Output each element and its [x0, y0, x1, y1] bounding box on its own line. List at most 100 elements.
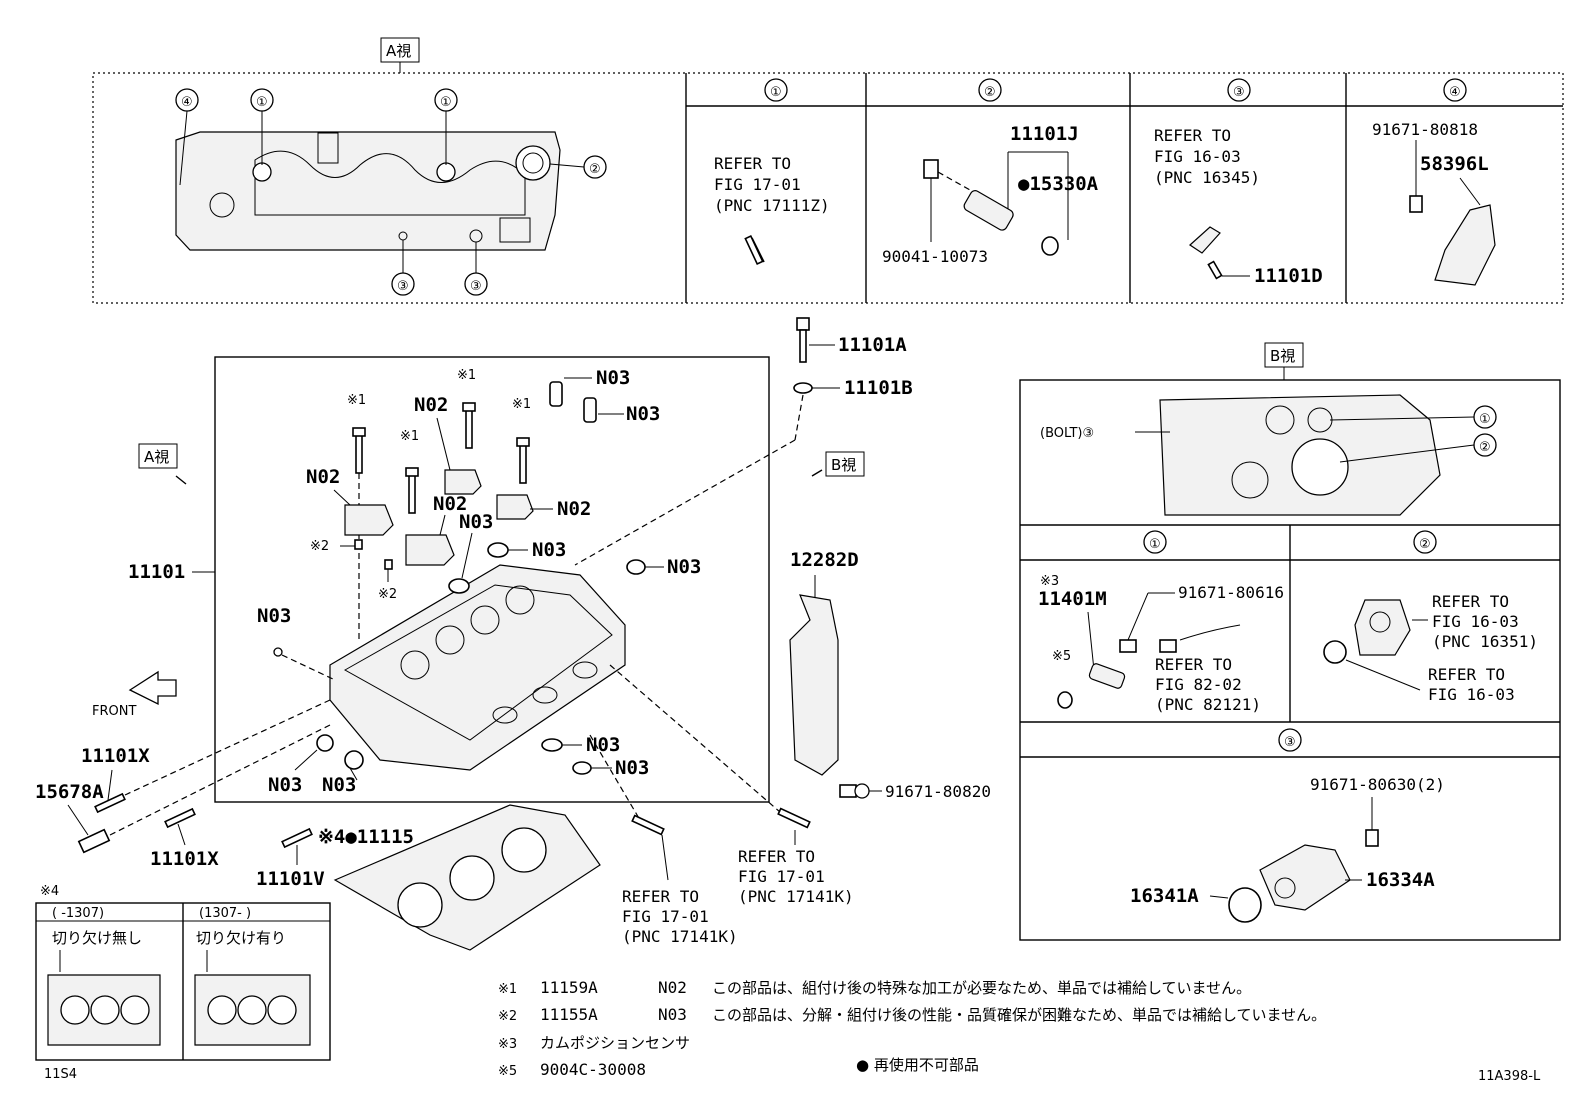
col3-refer-line3: (PNC 16345)	[1154, 168, 1260, 187]
col2-header: ②	[984, 85, 996, 100]
b-sec2-refer-a-line3: (PNC 16351)	[1432, 632, 1538, 651]
callout-1b: ①	[440, 95, 452, 110]
n03-j: N03	[615, 757, 649, 779]
mark-2b: ※2	[378, 587, 397, 602]
mark-1d: ※1	[400, 429, 419, 444]
front-arrow-icon	[128, 670, 177, 706]
n03-c: N03	[459, 511, 493, 533]
main-diagram: A視 B視 11101A 11101B 11101	[35, 317, 991, 951]
inset-label-a: 切り欠け無し	[52, 929, 142, 947]
part-15330a: ●15330A	[1018, 173, 1099, 195]
bolt-head-icon	[796, 317, 810, 331]
top-panel: A視 ④ ① ① ②	[92, 37, 1564, 304]
mark-3: ※3	[1040, 574, 1059, 589]
n02-b: N02	[414, 394, 448, 416]
refer-right-line2: FIG 17-01	[738, 867, 825, 886]
col4-header: ④	[1449, 85, 1461, 100]
part-11101x-b: 11101X	[150, 848, 219, 870]
b-sec2-refer-a-line1: REFER TO	[1432, 592, 1509, 611]
cover-icon	[1354, 599, 1411, 656]
cylinder-head	[329, 564, 626, 771]
part-91671-80630: 91671-80630(2)	[1310, 775, 1445, 794]
engine-hanger-icon	[789, 594, 839, 776]
inset-col-a: ( -1307)	[52, 906, 104, 921]
n03-seals: N03 N03 N03 N03 N03 N03 N03 N03 N03	[257, 367, 701, 796]
camshaft-cover-icon	[1259, 844, 1351, 911]
inset-col-b: (1307- )	[199, 906, 251, 921]
note2-code: N03	[658, 1005, 687, 1024]
inset-label-b: 切り欠け有り	[196, 929, 286, 947]
part-11101a: 11101A	[838, 334, 907, 356]
b-sec2-refer-b-line1: REFER TO	[1428, 665, 1505, 684]
bearing-caps: N02 N02 N02 N02	[306, 394, 591, 566]
part-16334a: 16334A	[1366, 869, 1435, 891]
b-sec2-header: ②	[1419, 537, 1431, 552]
inset-mark-4: ※4	[40, 884, 59, 899]
part-15678a: 15678A	[35, 781, 104, 803]
n03-f: N03	[257, 605, 291, 627]
callout-1a: ①	[256, 95, 268, 110]
oil-control-valve-icon	[963, 190, 1014, 231]
callout-2: ②	[589, 162, 601, 177]
n03-e: N03	[667, 556, 701, 578]
mark-1c: ※1	[512, 397, 531, 412]
bolt-icon	[1409, 195, 1423, 213]
col1-refer-line1: REFER TO	[714, 154, 791, 173]
part-11101j: 11101J	[1010, 123, 1079, 145]
note5-mark: ※5	[498, 1064, 517, 1079]
side-view-callouts: ④ ① ① ② ③ ③	[175, 88, 607, 296]
part-91671-80818: 91671-80818	[1372, 120, 1478, 139]
part-11401m: 11401M	[1038, 588, 1107, 610]
o-ring-icon	[1323, 640, 1347, 664]
part-11101d: 11101D	[1254, 265, 1323, 287]
b-callout-2: ②	[1479, 440, 1491, 455]
b-sec1-refer-line2: FIG 82-02	[1155, 675, 1242, 694]
part-11101v: 11101V	[256, 868, 325, 890]
col1-refer-line3: (PNC 17111Z)	[714, 196, 830, 215]
n03-d: N03	[532, 539, 566, 561]
part-11115: ※4●11115	[318, 826, 414, 848]
bolt-icon	[923, 159, 939, 179]
note1-part: 11159A	[540, 978, 598, 997]
n02-d: N02	[557, 498, 591, 520]
part-12282d: 12282D	[790, 549, 859, 571]
top-col-2: ② 11101J ●15330A 90041-10073	[882, 78, 1099, 266]
cam-position-sensor-icon	[1088, 663, 1126, 689]
refer-left-line3: (PNC 17141K)	[622, 927, 738, 946]
refer-right-line3: (PNC 17141K)	[738, 887, 854, 906]
b-sec2-refer-b-line2: FIG 16-03	[1428, 685, 1515, 704]
mark-1b: ※1	[457, 368, 476, 383]
gasket-icon	[1228, 887, 1262, 923]
n03-g: N03	[268, 774, 302, 796]
b-view-panel: B視 (BOLT)③ ① ② ① ② ③ ※3 11401M 91671-806…	[1019, 342, 1561, 941]
note3-text: カムポジションセンサ	[540, 1034, 690, 1052]
n03-i: N03	[586, 734, 620, 756]
col3-refer-line1: REFER TO	[1154, 126, 1231, 145]
o-ring-icon	[1041, 236, 1059, 256]
n03-a: N03	[596, 367, 630, 389]
part-16341a: 16341A	[1130, 885, 1199, 907]
washer-icon	[793, 382, 813, 394]
note5-text: 9004C-30008	[540, 1060, 646, 1079]
col3-refer-line2: FIG 16-03	[1154, 147, 1241, 166]
top-col-3: ③ REFER TO FIG 16-03 (PNC 16345) 11101D	[1154, 78, 1323, 287]
part-11101: 11101	[128, 561, 185, 583]
b-view-label: B視	[1270, 347, 1295, 365]
refer-left-line1: REFER TO	[622, 887, 699, 906]
bolt-icon	[1365, 829, 1379, 847]
a-view-label: A視	[386, 42, 411, 60]
col1-header: ①	[770, 85, 782, 100]
col1-refer-line2: FIG 17-01	[714, 175, 801, 194]
top-col-4: ④ 91671-80818 58396L	[1372, 78, 1496, 286]
mark-2a: ※2	[310, 539, 329, 554]
top-col-1: ① REFER TO FIG 17-01 (PNC 17111Z)	[714, 78, 830, 266]
note2-mark: ※2	[498, 1009, 517, 1024]
b-sec2-refer-a-line2: FIG 16-03	[1432, 612, 1519, 631]
head-side-view	[175, 131, 561, 251]
note1-code: N02	[658, 978, 687, 997]
note3-mark: ※3	[498, 1037, 517, 1052]
gasket-variant-inset: ※4 ( -1307) (1307- ) 切り欠け無し 切り欠け有り 11S4	[35, 884, 331, 1082]
note2-text: この部品は、分解・組付け後の性能・品質確保が困難なため、単品では補給していません…	[712, 1006, 1326, 1024]
note2-part: 11155A	[540, 1005, 598, 1024]
